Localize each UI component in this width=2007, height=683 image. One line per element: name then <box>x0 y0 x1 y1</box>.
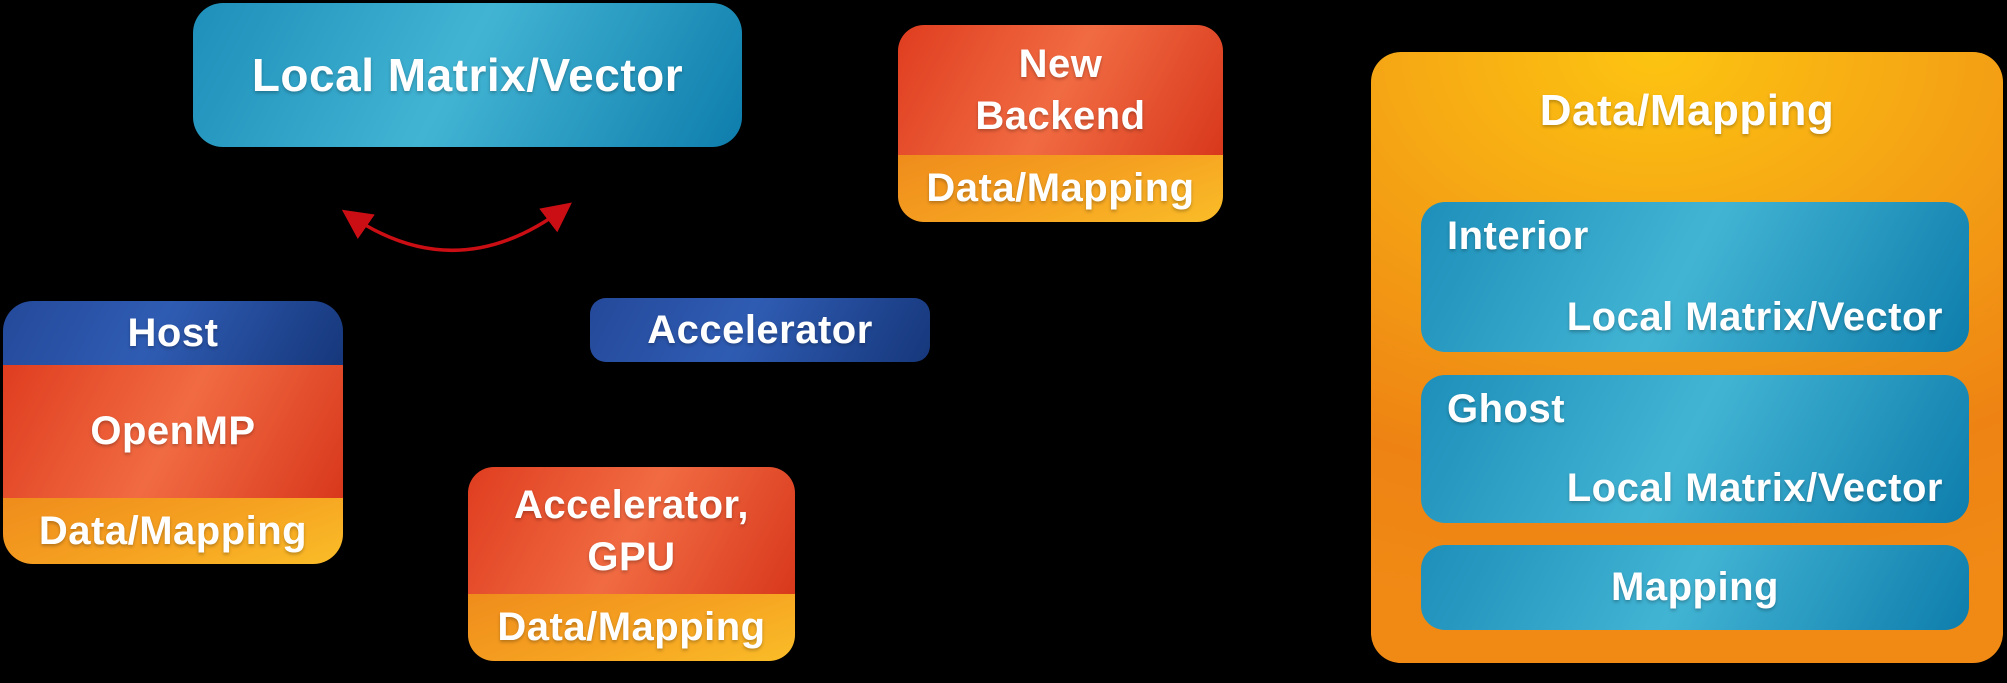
data-mapping-panel: Data/Mapping Interior Local Matrix/Vecto… <box>1371 52 2003 663</box>
arrow-path <box>341 202 572 252</box>
openmp-label: OpenMP <box>90 409 256 453</box>
local-matrix-vector-label: Local Matrix/Vector <box>251 49 684 101</box>
interior-label: Interior <box>1447 214 1589 258</box>
host-section: Host <box>3 301 343 365</box>
accelerator-gpu-line2: GPU <box>587 534 676 579</box>
bidirectional-curved-arrow <box>341 202 572 252</box>
accelerator-gpu-data-mapping-section: Data/Mapping <box>468 594 795 661</box>
accelerator-gpu-section: Accelerator, GPU <box>468 467 795 594</box>
host-label: Host <box>127 310 219 355</box>
accelerator-gpu-line1: Accelerator, <box>513 482 750 527</box>
data-mapping-panel-title: Data/Mapping <box>1539 86 1835 135</box>
accelerator-label: Accelerator <box>647 307 873 352</box>
mapping-box: Mapping <box>1421 545 1969 630</box>
interior-box: Interior Local Matrix/Vector <box>1421 202 1969 352</box>
accelerator-gpu-data-mapping-label: Data/Mapping <box>497 605 766 649</box>
new-backend-line2: Backend <box>975 94 1146 138</box>
openmp-section: OpenMP <box>3 365 343 498</box>
new-backend-line1: New <box>1018 42 1103 86</box>
local-matrix-vector-box: Local Matrix/Vector <box>193 3 742 147</box>
host-openmp-stack: Host OpenMP Data/Mapping <box>3 301 343 564</box>
host-data-mapping-label: Data/Mapping <box>38 508 308 553</box>
mapping-label: Mapping <box>1611 565 1779 609</box>
host-data-mapping-section: Data/Mapping <box>3 498 343 564</box>
new-backend-section: New Backend <box>898 25 1223 155</box>
accelerator-box: Accelerator <box>590 298 930 362</box>
accelerator-gpu-stack: Accelerator, GPU Data/Mapping <box>468 467 795 661</box>
new-backend-data-mapping-section: Data/Mapping <box>898 155 1223 222</box>
new-backend-stack: New Backend Data/Mapping <box>898 25 1223 222</box>
ghost-label: Ghost <box>1447 387 1566 431</box>
new-backend-data-mapping-label: Data/Mapping <box>926 166 1195 210</box>
ghost-box: Ghost Local Matrix/Vector <box>1421 375 1969 523</box>
ghost-local-matrix-vector-label: Local Matrix/Vector <box>1566 466 1943 510</box>
interior-local-matrix-vector-label: Local Matrix/Vector <box>1566 295 1943 339</box>
